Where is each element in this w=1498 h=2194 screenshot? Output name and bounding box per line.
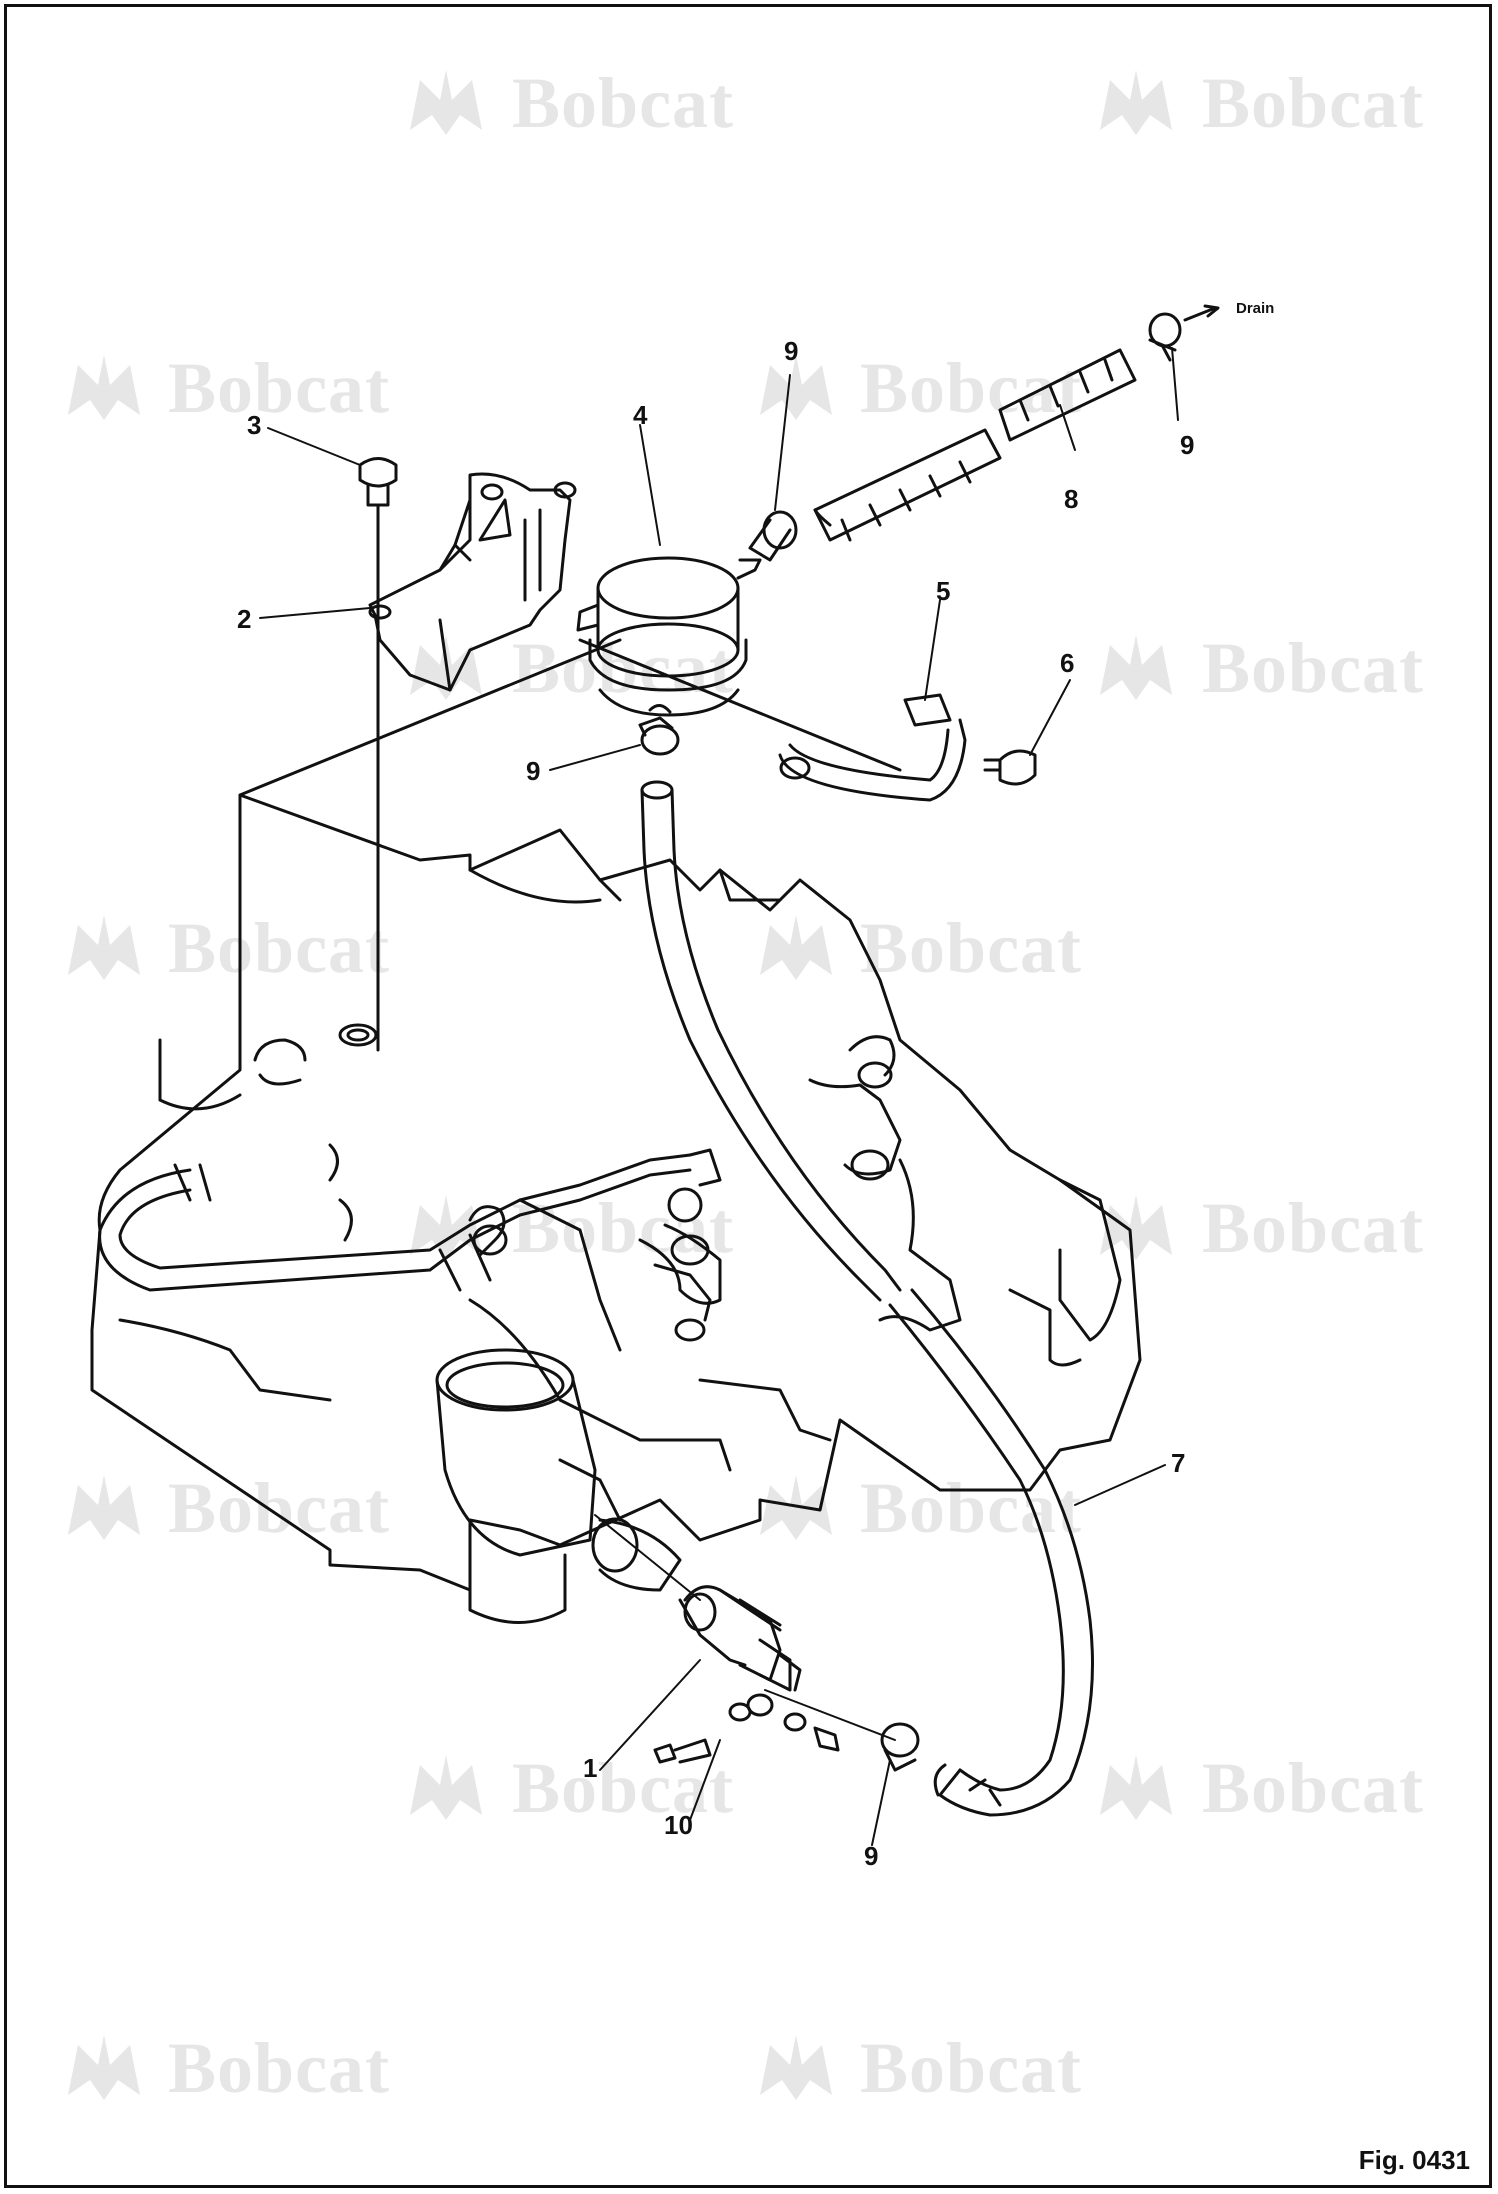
- callout-4: 4: [633, 400, 648, 430]
- drain-label: Drain: [1236, 300, 1275, 317]
- drain-hose-part-8: [748, 304, 1220, 562]
- callout-1: 1: [583, 1753, 598, 1783]
- hose-clamp-bottom: [880, 1722, 920, 1772]
- injector-fittings: [468, 1035, 902, 1342]
- bolt-part-3: [358, 457, 398, 522]
- breather-filter-part-4: [576, 556, 762, 717]
- callout-3: 3: [247, 410, 262, 440]
- callout-6: 6: [1060, 648, 1075, 678]
- leader-lines: [259, 347, 1179, 1846]
- pressure-switch-part-1: [678, 1585, 802, 1692]
- callout-2: 2: [237, 604, 252, 634]
- hose-clamp: [638, 704, 680, 756]
- clamp-band-part-5: [778, 693, 967, 802]
- screw-washers-part-10: [653, 1693, 840, 1764]
- figure-label: Fig. 0431: [1358, 2145, 1470, 2175]
- callout-8: 8: [1064, 484, 1079, 514]
- bolt-part-6: [983, 749, 1037, 786]
- breather-hose-lower-left: [98, 1148, 722, 1292]
- oil-filler-neck: [435, 1348, 682, 1624]
- callout-10: 10: [664, 1810, 693, 1840]
- callout-9-top: 9: [784, 336, 799, 366]
- callout-9-bottom: 9: [864, 1841, 879, 1871]
- bracket-part-2: [368, 472, 577, 692]
- engine-block: [90, 793, 1142, 1592]
- diagram-frame: [4, 4, 1492, 2188]
- callout-7: 7: [1171, 1448, 1186, 1478]
- callout-9-middle: 9: [526, 756, 541, 786]
- callout-5: 5: [936, 576, 951, 606]
- callout-9-right: 9: [1180, 430, 1195, 460]
- breather-hose-part-7: [640, 780, 1094, 1817]
